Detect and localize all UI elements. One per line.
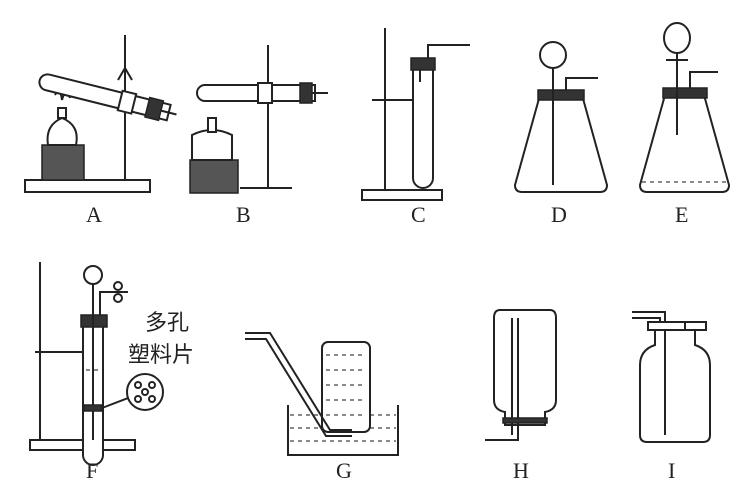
label-c: C [411,202,426,227]
label-h: H [513,458,529,483]
apparatus-h [485,309,557,441]
apparatus-e [638,22,731,193]
label-f: F [86,458,98,483]
apparatus-i [632,311,711,443]
apparatus-b [189,45,328,194]
label-i: I [668,458,675,483]
apparatus-c [361,28,470,201]
annotation-porous: 多孔 [145,311,189,336]
label-b: B [236,202,251,227]
label-a: A [86,202,102,227]
apparatus-d [513,41,609,193]
apparatus-a [24,35,177,193]
label-g: G [336,458,352,483]
apparatus-f [29,262,164,466]
apparatus-g [245,332,399,456]
label-d: D [551,202,567,227]
label-e: E [675,202,688,227]
annotation-plastic-sheet: 塑料片 [128,343,194,368]
